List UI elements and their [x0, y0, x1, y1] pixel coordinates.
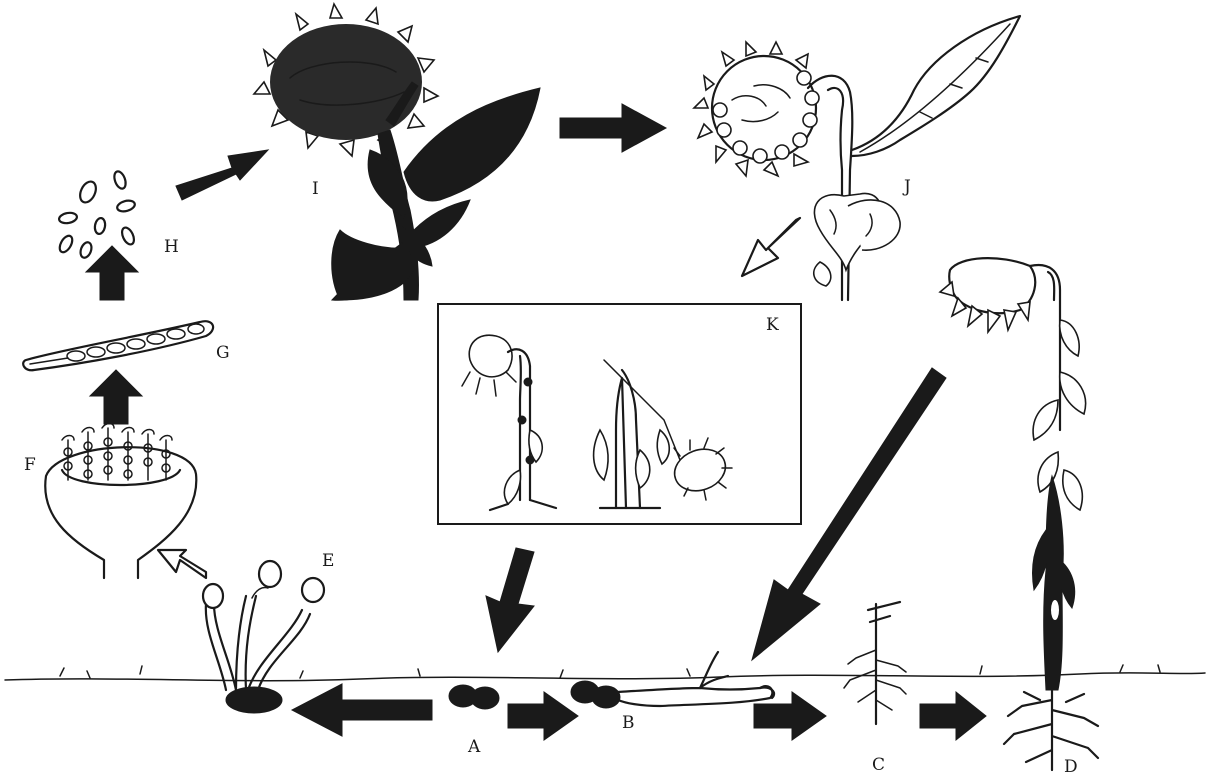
- label-f: F: [24, 455, 36, 475]
- arrow-h-to-i: [176, 150, 268, 200]
- label-e: E: [322, 551, 334, 571]
- arrow-a-to-b: [508, 692, 578, 740]
- label-a: A: [467, 737, 481, 757]
- label-h: H: [164, 237, 179, 257]
- stage-d-wilting-plant: [940, 258, 1098, 770]
- label-b: B: [622, 713, 635, 733]
- arrow-a-to-e: [292, 684, 432, 736]
- stage-h-ascospores: [57, 170, 136, 259]
- stage-a-sclerotia: [449, 685, 499, 709]
- stage-e-apothecia: [203, 561, 324, 713]
- stage-i-flowering-sunflower: [254, 4, 540, 300]
- arrow-k-to-a: [486, 548, 534, 652]
- soil-line: [5, 665, 1205, 681]
- arrow-f-to-g: [90, 370, 142, 424]
- stage-j-infected-sunflower: [694, 16, 1020, 300]
- stage-g-ascus: [23, 321, 213, 370]
- arrow-g-to-h: [86, 246, 138, 300]
- stage-b-germination: [571, 652, 774, 708]
- arrow-e-to-f: [158, 550, 206, 578]
- label-g: G: [216, 343, 230, 363]
- label-c: C: [872, 755, 885, 775]
- label-d: D: [1064, 757, 1078, 777]
- arrow-i-to-j: [560, 104, 666, 152]
- arrow-c-to-d: [920, 692, 986, 740]
- stage-k-diseased-stems-box: [438, 304, 801, 524]
- label-j: J: [902, 177, 911, 197]
- stage-c-infected-root: [844, 602, 906, 724]
- label-k: K: [766, 315, 779, 335]
- label-i: I: [312, 179, 319, 199]
- arrow-j-to-k: [742, 218, 800, 276]
